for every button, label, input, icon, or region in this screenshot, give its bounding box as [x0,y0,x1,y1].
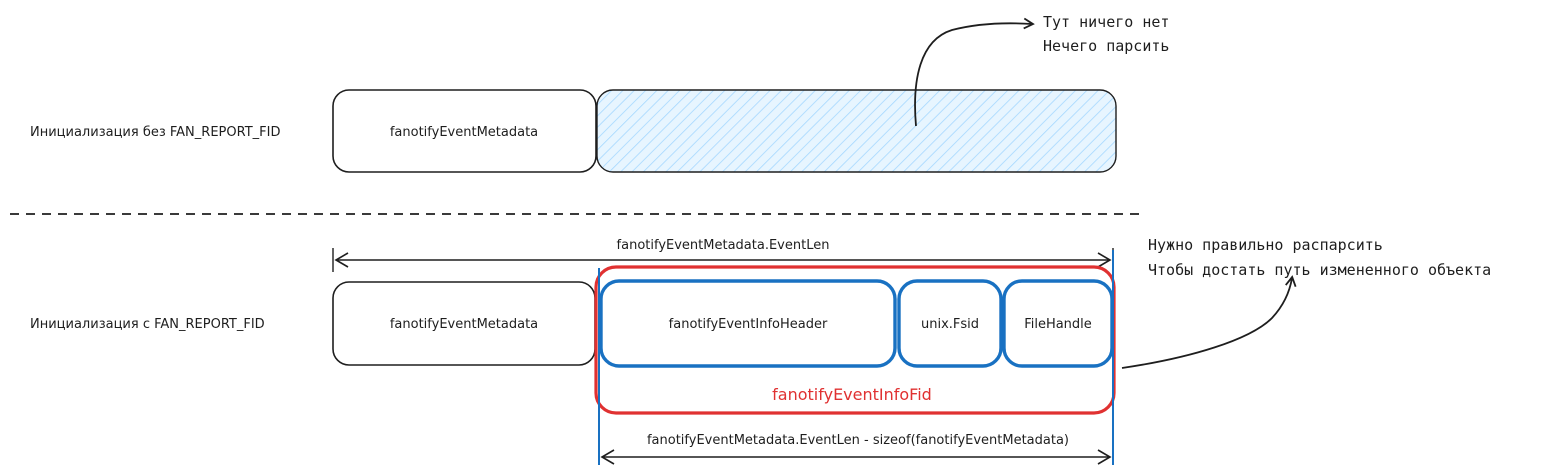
bottom-note-line1: Нужно правильно распарсить [1148,236,1383,254]
event-len-arrow-left-head [334,252,349,268]
file-handle-box-label: FileHandle [1024,317,1092,332]
top-note-line1: Тут ничего нет [1043,13,1169,31]
top-note-arrow [914,17,1035,127]
top-note-line2: Нечего парсить [1043,37,1169,55]
remaining-len-arrow-left-head [600,449,615,465]
remaining-len-arrow-right-head [1097,449,1112,465]
info-fid-label: fanotifyEventInfoFid [772,385,932,404]
event-len-arrow-right-head [1097,252,1112,268]
fsid-box [897,279,1003,368]
bottom-note-arrow [1121,275,1297,369]
info-header-box [599,279,897,368]
empty-hatched-area [596,89,1117,173]
remaining-len-label: fanotifyEventMetadata.EventLen - sizeof(… [647,433,1069,448]
top-metadata-box [332,89,597,173]
bottom-note-line2: Чтобы достать путь измененного объекта [1148,261,1491,279]
bottom-metadata-box-label: fanotifyEventMetadata [390,317,538,332]
bottom-row-label: Инициализация с FAN_REPORT_FID [30,317,265,332]
top-row-label: Инициализация без FAN_REPORT_FID [30,125,280,140]
fsid-box-label: unix.Fsid [921,317,979,332]
top-metadata-box-label: fanotifyEventMetadata [390,125,538,140]
event-len-label: fanotifyEventMetadata.EventLen [617,238,830,253]
info-header-box-label: fanotifyEventInfoHeader [669,317,828,332]
